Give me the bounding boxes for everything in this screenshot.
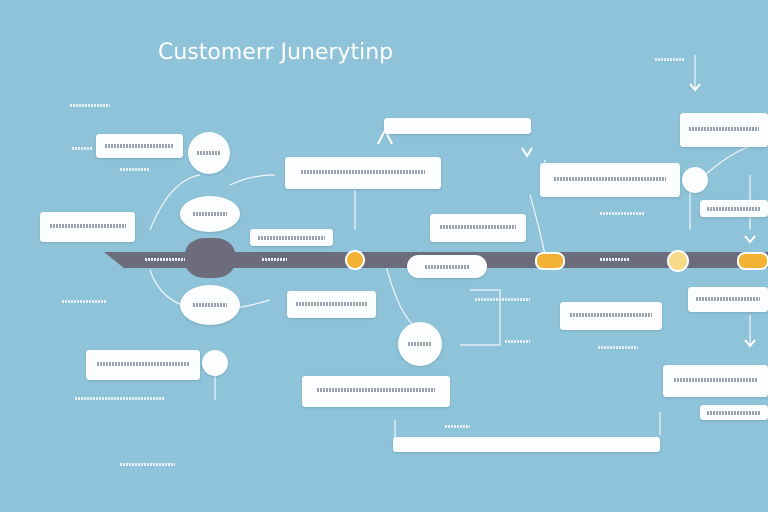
note-label [70, 104, 110, 107]
stage-pill [407, 255, 487, 278]
note-label [120, 463, 175, 466]
note-label [72, 147, 92, 150]
touchpoint-marker[interactable] [667, 250, 689, 272]
note-label [655, 58, 685, 61]
stage-card [40, 212, 135, 242]
stage-card [560, 302, 662, 330]
stage-card [96, 134, 183, 158]
note-label [475, 298, 530, 301]
stage-card [663, 365, 768, 397]
note-label [598, 346, 638, 349]
diagram-title: Customerr Junerytinp [158, 40, 394, 65]
timeline-label [600, 258, 630, 261]
note-label [600, 212, 645, 215]
touchpoint-marker[interactable] [737, 252, 768, 270]
stage-card [688, 287, 768, 312]
note-label [505, 340, 530, 343]
stage-icon-circle [398, 322, 442, 366]
stage-card [287, 291, 376, 318]
stage-card [430, 214, 526, 242]
stage-icon-circle [682, 167, 708, 193]
stage-bubble [180, 196, 240, 232]
timeline-hub [185, 238, 235, 278]
bottom-bar [393, 437, 660, 452]
note-label [445, 425, 470, 428]
touchpoint-marker[interactable] [345, 250, 365, 270]
stage-card [680, 113, 768, 147]
stage-card [285, 157, 441, 189]
stage-card [86, 350, 200, 380]
timeline-label [145, 258, 185, 261]
stage-card [700, 200, 768, 217]
note-label [62, 300, 107, 303]
stage-icon-circle [202, 350, 228, 376]
stage-card [700, 405, 768, 420]
stage-card [540, 163, 680, 197]
note-label [120, 168, 150, 171]
timeline-label [262, 258, 287, 261]
stage-card [384, 118, 531, 134]
note-label [75, 397, 165, 400]
stage-icon-circle [188, 132, 230, 174]
stage-card [250, 229, 333, 246]
touchpoint-marker[interactable] [535, 252, 565, 270]
stage-bubble [180, 285, 240, 325]
stage-card [302, 376, 450, 407]
